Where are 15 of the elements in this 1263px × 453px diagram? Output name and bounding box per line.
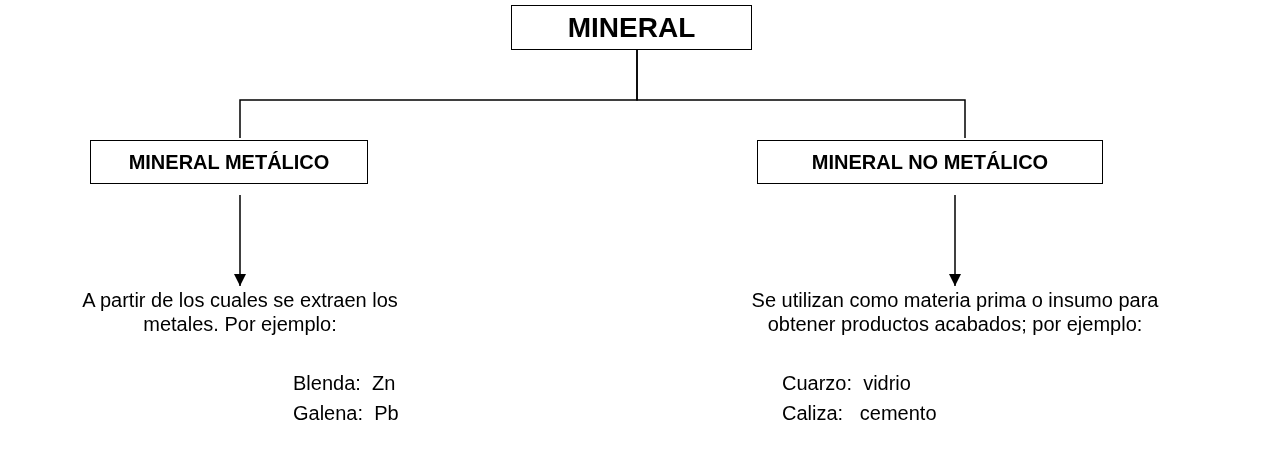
box-heading: MINERAL METÁLICO [128, 150, 330, 174]
arrow [234, 194, 246, 287]
description-text: Se utilizan como materia prima o insumo para obtener productos acabados; por ejemplo: [720, 288, 1190, 340]
example-text: Cuarzo: vidrio [782, 372, 911, 395]
description-text: A partir de los cuales se extraen los metales. Por ejemplo: [60, 288, 420, 340]
connector-line [636, 49, 966, 139]
box-heading: MINERAL [567, 11, 696, 44]
example-text: Galena: Pb [293, 402, 399, 425]
category-box [757, 140, 1103, 184]
arrow [949, 194, 961, 287]
title-box [511, 5, 752, 50]
category-box [90, 140, 368, 184]
example-text: Caliza: cemento [782, 402, 937, 425]
box-heading: MINERAL NO METÁLICO [811, 150, 1049, 174]
example-text: Blenda: Zn [293, 372, 396, 395]
